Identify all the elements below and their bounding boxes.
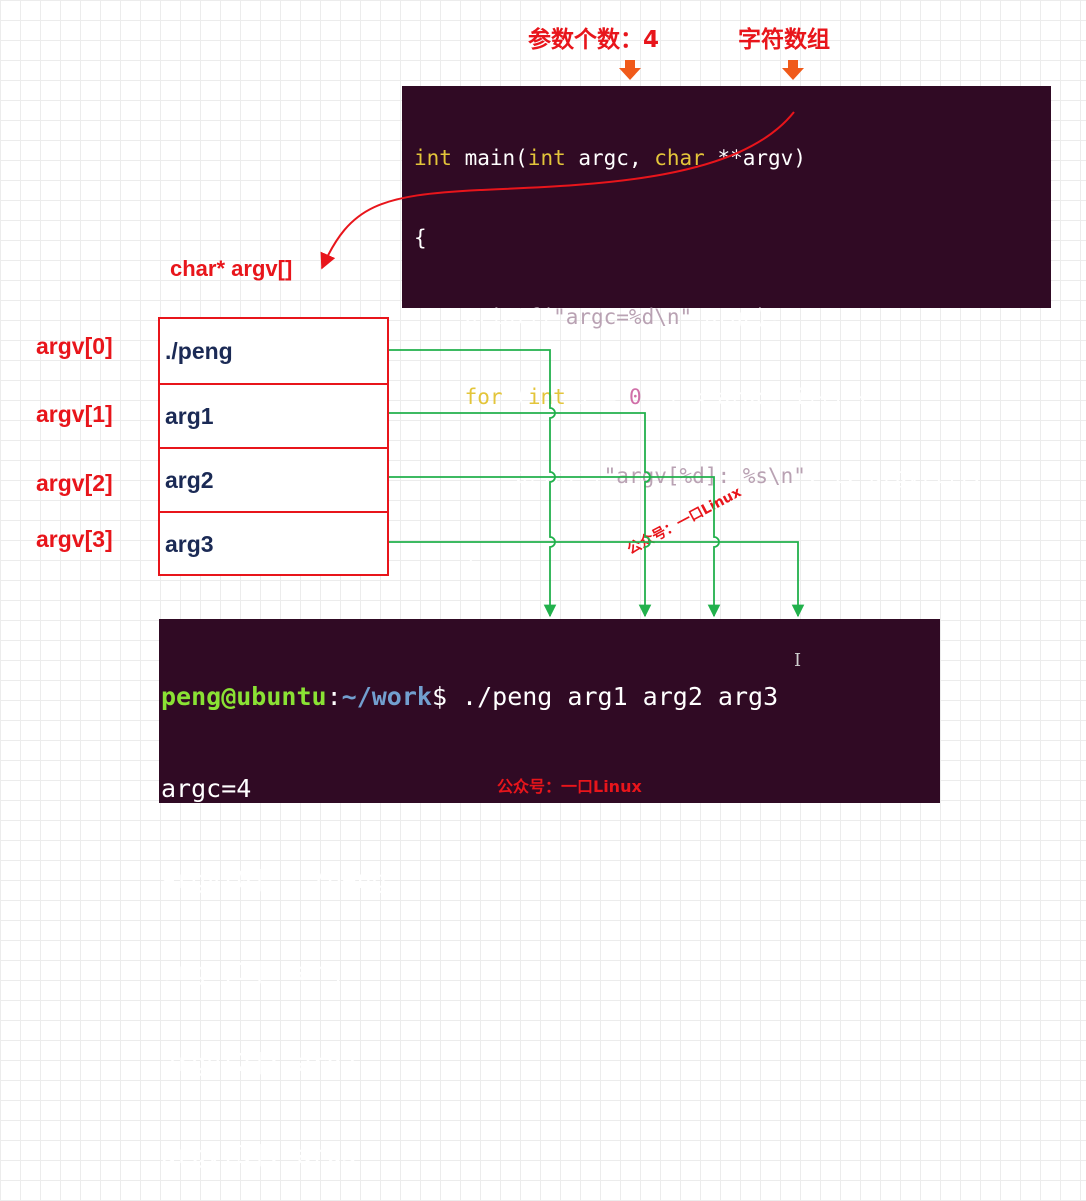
code-line-1: int main(int argc, char **argv)	[414, 145, 1051, 172]
code-line-6: }	[414, 543, 478, 568]
code-string: "argv[%d]: %s\n"	[603, 464, 806, 488]
terminal-path: ~/work	[341, 682, 432, 711]
terminal-output-line: argv[0]: ./peng	[161, 865, 387, 894]
watermark-text: 公众号：一口Linux	[497, 777, 642, 796]
code-text: (	[502, 384, 528, 409]
terminal-prompt-line: peng@ubuntu:~/work$ ./peng arg1 arg2 arg…	[161, 682, 940, 713]
connector-group	[389, 349, 805, 618]
code-keyword: int	[414, 146, 452, 170]
argv-cell-value: ./peng	[165, 337, 233, 364]
connector-line	[389, 412, 652, 618]
argv-cell: ./peng	[160, 319, 387, 384]
code-line-3: printf("argc=%d\n",argc);	[414, 304, 1051, 331]
argv-cell-value: arg1	[165, 402, 214, 429]
argv-index-label: argv[0]	[36, 333, 113, 359]
connector-line	[389, 476, 721, 618]
terminal-output-line: argv[1]: arg1	[161, 956, 357, 986]
code-block: int main(int argc, char **argv) { printf…	[402, 86, 1051, 727]
down-arrow-icon	[619, 60, 641, 80]
code-text: main(	[451, 146, 528, 170]
code-line-5: printf("argv[%d]: %s\n", i, argv[i]);	[414, 463, 1051, 490]
argv-cell: arg2	[160, 447, 387, 512]
argc-count-annotation: 参数个数：4	[528, 27, 660, 53]
code-line-4: for (int i = 0; i < argc; i++) {	[414, 384, 1051, 411]
code-text: printf(	[414, 305, 554, 329]
down-arrow-icon	[782, 60, 804, 80]
char-ptr-argv-annotation: char* argv[]	[170, 256, 293, 281]
connector-overlay	[320, 60, 805, 618]
terminal-user-host: peng@ubuntu	[161, 682, 327, 711]
code-text: ; i < argc; i++) {	[641, 384, 870, 409]
argv-cell: arg1	[160, 383, 387, 448]
argv-index-label: argv[1]	[36, 401, 113, 427]
connector-line	[389, 541, 805, 618]
terminal-output-line: argv[2]: arg2	[161, 1048, 357, 1077]
code-text: ,argc);	[692, 305, 781, 329]
terminal-output-line: argc=4	[161, 773, 252, 803]
code-number: 0	[628, 384, 642, 409]
argv-index-label: argv[2]	[36, 470, 113, 496]
argv-cell-value: arg2	[165, 466, 214, 493]
code-keyword: int	[527, 384, 566, 409]
code-text: printf(	[414, 464, 604, 488]
code-string: "argc=%d\n"	[553, 305, 693, 329]
code-text: , i, argv[i]);	[805, 464, 983, 488]
terminal-command: $ ./peng arg1 arg2 arg3	[431, 682, 779, 711]
code-text: i =	[565, 384, 629, 409]
char-array-annotation: 字符数组	[738, 27, 830, 53]
argv-index-label: argv[3]	[36, 526, 113, 552]
argv-array-table: ./peng arg1 arg2 arg3	[158, 317, 389, 576]
terminal-colon: :	[326, 682, 342, 711]
code-text: **argv)	[704, 146, 806, 170]
code-keyword: int	[527, 146, 566, 170]
argv-cell-value: arg3	[165, 530, 214, 557]
pointer-curve-arrow	[320, 111, 795, 270]
terminal-output-line: argv[3]: arg3	[161, 1139, 357, 1169]
code-keyword: for	[464, 384, 503, 409]
code-text: argc,	[565, 146, 655, 170]
connector-line	[389, 349, 557, 618]
argv-cell: arg3	[160, 511, 387, 576]
text-cursor-icon: I	[794, 650, 802, 671]
code-line-2: {	[414, 225, 427, 250]
